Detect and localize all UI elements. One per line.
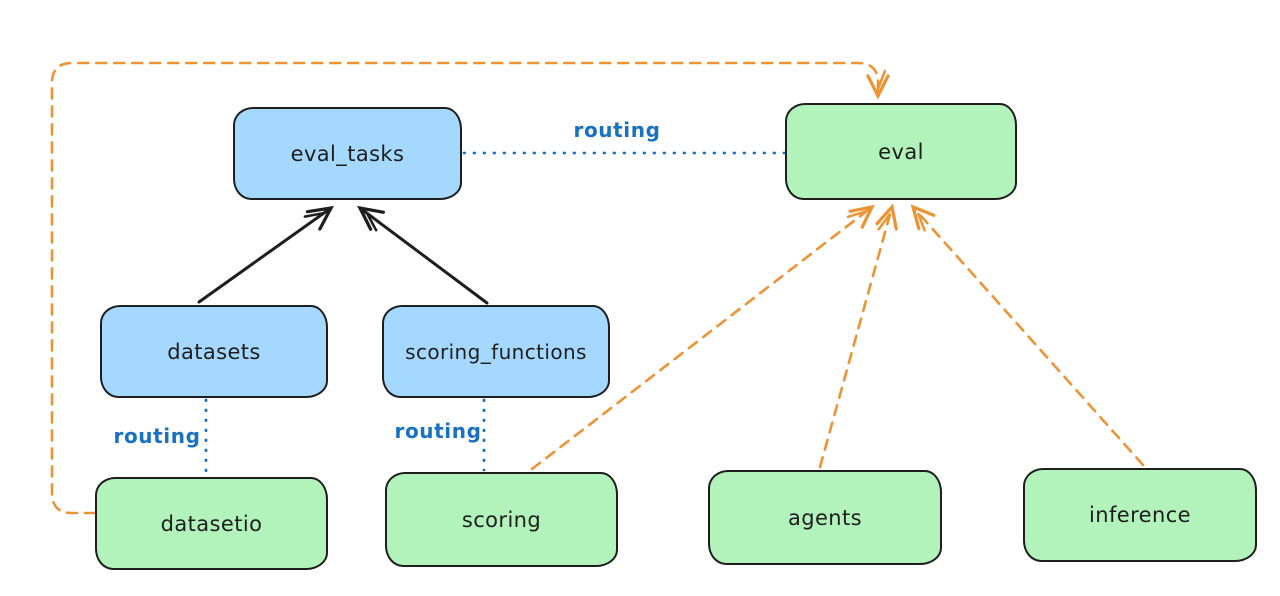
routing-label-eval-tasks-eval: routing [573, 118, 661, 142]
node-datasets-label: datasets [167, 339, 261, 364]
edge-agents-to-eval [818, 203, 898, 469]
routing-label-scoring-functions-scoring: routing [394, 419, 482, 443]
edge-datasetio-to-eval [50, 61, 890, 515]
node-scoring-functions-label: scoring_functions [405, 339, 587, 364]
edge-scoring-functions-to-eval-tasks [357, 205, 489, 305]
edge-inference-to-eval [910, 204, 1145, 467]
node-scoring-functions: scoring_functions [382, 305, 610, 398]
node-scoring: scoring [385, 472, 618, 567]
node-agents-label: agents [787, 505, 862, 530]
node-inference-label: inference [1089, 503, 1191, 527]
edge-scoring-to-eval [530, 204, 875, 471]
node-scoring-label: scoring [461, 507, 542, 532]
node-eval-tasks-label: eval_tasks [290, 141, 405, 166]
node-datasets: datasets [100, 305, 328, 398]
node-datasetio-label: datasetio [160, 511, 263, 536]
routing-label-datasets-datasetio: routing [113, 424, 201, 448]
node-datasetio: datasetio [95, 477, 328, 570]
node-inference: inference [1023, 468, 1257, 562]
node-eval-label: eval [878, 139, 924, 164]
node-eval: eval [785, 103, 1017, 200]
node-agents: agents [708, 470, 942, 565]
edge-datasets-to-eval-tasks [197, 205, 334, 304]
node-eval-tasks: eval_tasks [233, 107, 462, 200]
